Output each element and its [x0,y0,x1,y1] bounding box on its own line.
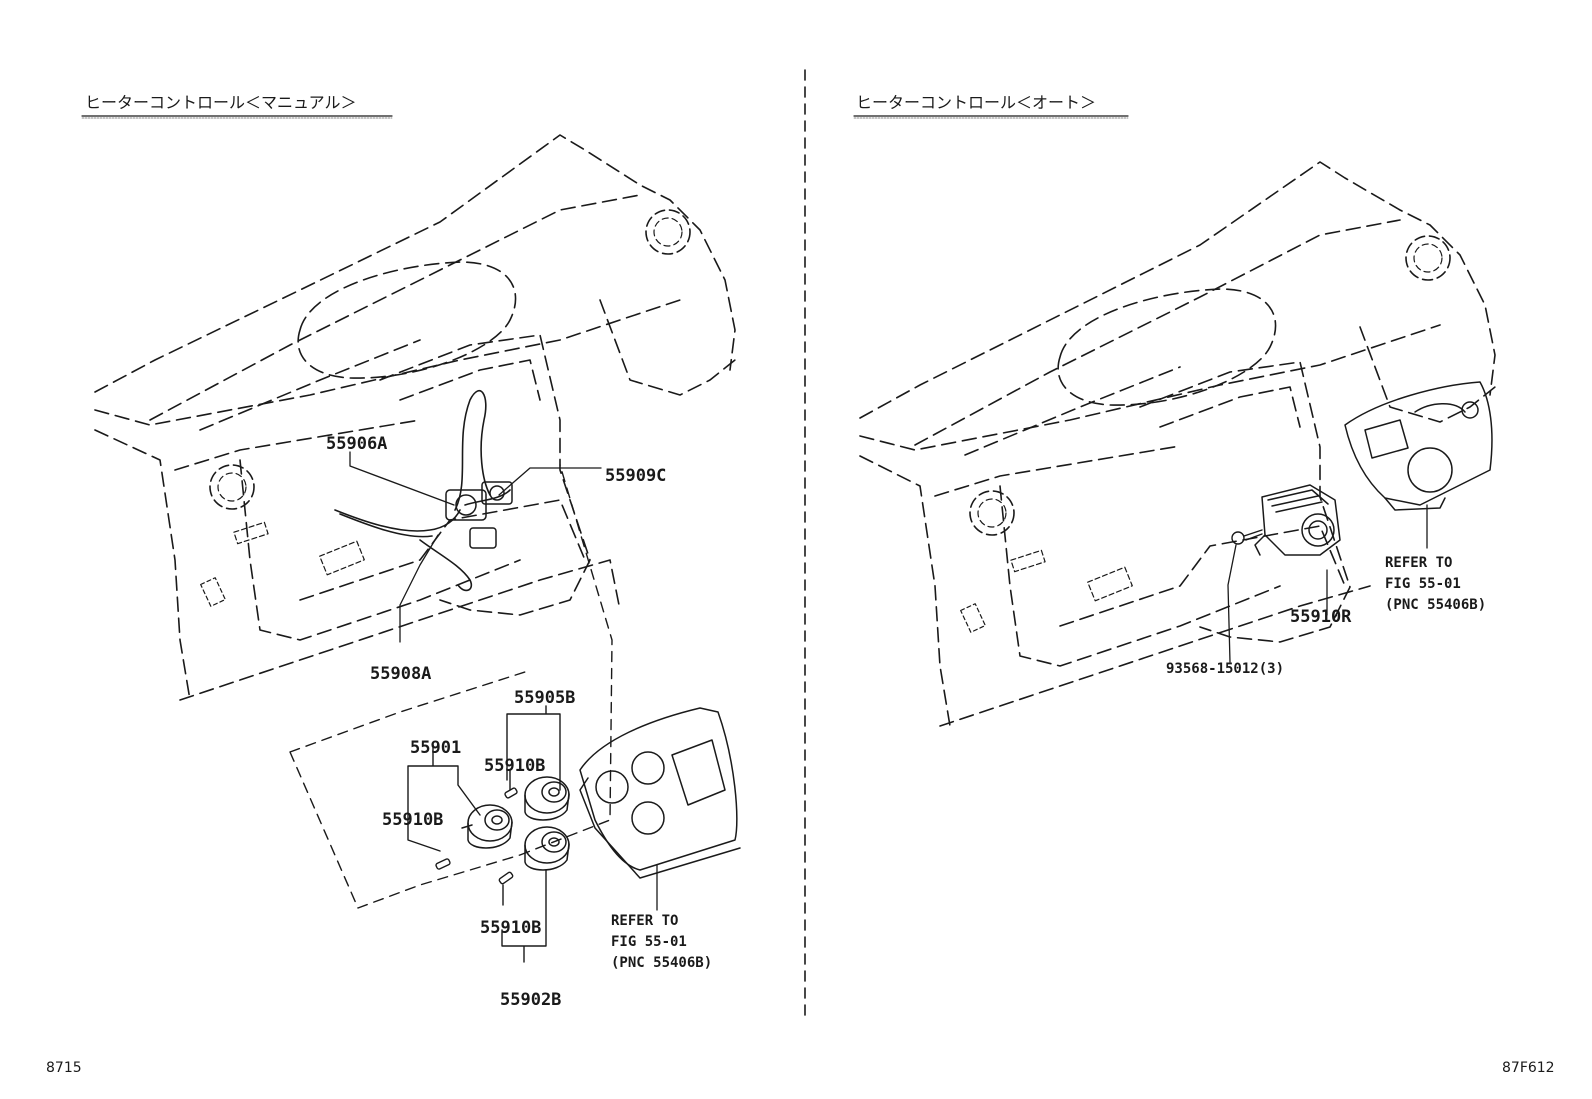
key-pins [435,787,518,885]
refer-note-auto: REFER TO FIG 55-01 (PNC 55406B) [1385,555,1487,613]
knob-left [461,804,513,849]
callout-55910B-bottom: 55910B [480,918,542,938]
callout-55910R: 55910R [1290,607,1352,627]
callout-55908A: 55908A [370,664,432,684]
callout-55902B: 55902B [500,990,562,1010]
section-title-manual: ヒーターコントロール＜マニュアル＞ [85,93,357,112]
left-vent-right [645,209,691,255]
callout-55906A: 55906A [326,434,388,454]
footer-right-code: 87F612 [1502,1060,1555,1076]
section-title-auto: ヒーターコントロール＜オート＞ [856,93,1097,112]
left-vent-left [209,464,255,510]
knob-brackets [407,705,561,963]
refer-note-manual: REFER TO FIG 55-01 (PNC 55406B) [611,913,713,971]
leader-lines-right [1227,504,1428,663]
callout-55910B-top: 55910B [484,756,546,776]
center-panel-auto [1344,381,1493,511]
callout-55905B: 55905B [514,688,576,708]
leader-lines-left [349,451,602,643]
callout-93568-15012: 93568-15012(3) [1166,661,1285,677]
heater-control-unit-manual [445,481,513,549]
callout-55901: 55901 [410,738,462,758]
footer-left-code: 8715 [46,1060,82,1076]
callout-55909C: 55909C [605,466,667,486]
screw [1231,529,1263,545]
callout-55910B-left: 55910B [382,810,444,830]
right-dashboard-outline [859,161,1496,727]
knob-detail-outline [289,464,613,909]
left-dashboard-outline [94,134,736,701]
knob-top [524,776,570,821]
heater-control-unit-auto [1254,484,1341,556]
center-panel-manual [579,707,741,879]
knob-bottom [524,826,570,871]
